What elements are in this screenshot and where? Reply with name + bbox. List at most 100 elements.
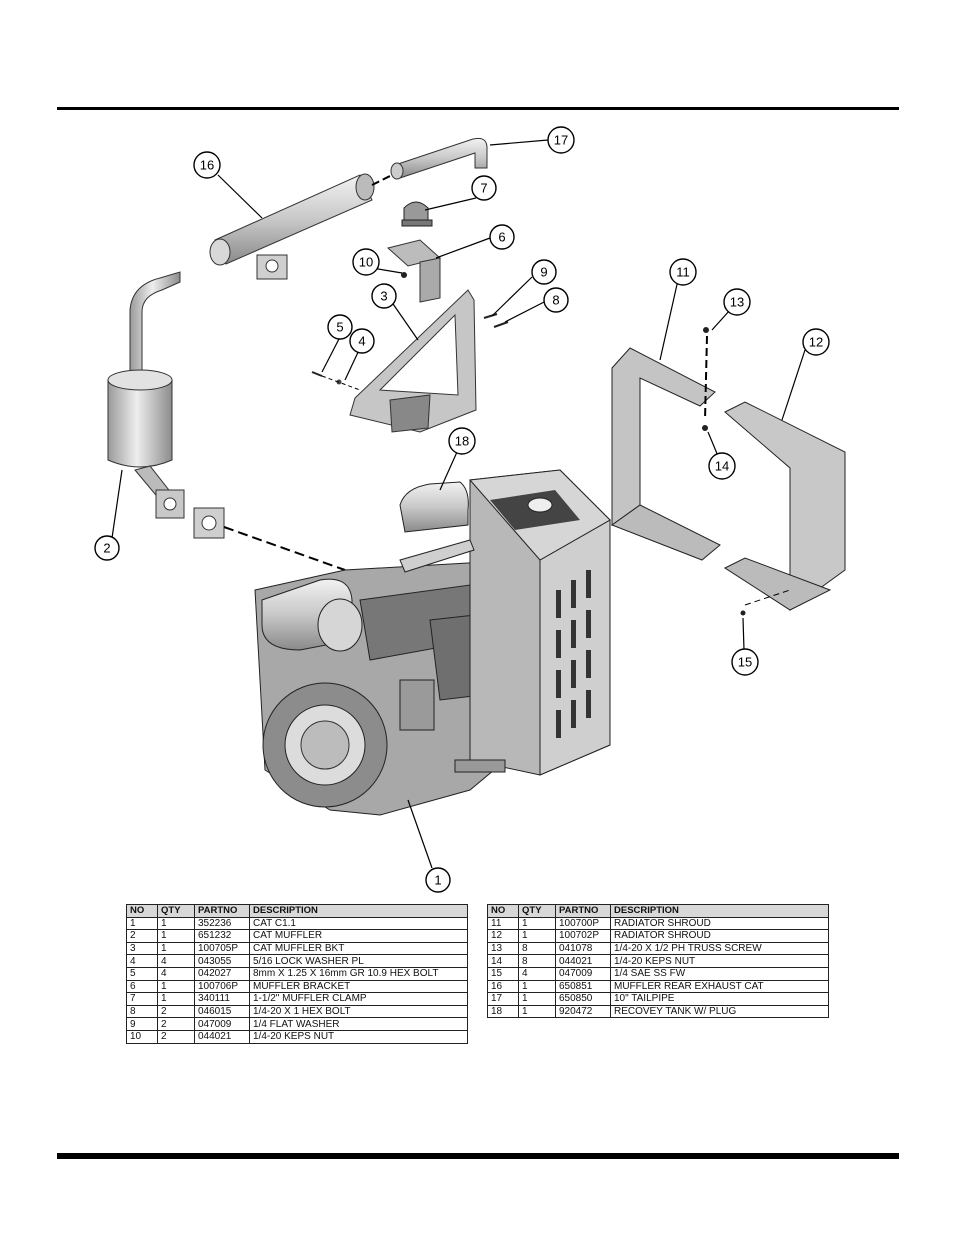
svg-text:14: 14 [715, 459, 729, 474]
callout-12: 12 [802, 328, 830, 356]
svg-text:1: 1 [434, 873, 441, 888]
cell-partno: 043055 [194, 954, 250, 968]
svg-text:18: 18 [455, 434, 469, 449]
cell-partno: 650850 [555, 992, 611, 1006]
keps-nut-10 [401, 272, 407, 278]
cell-no: 2 [126, 929, 158, 943]
svg-text:6: 6 [498, 230, 505, 245]
cell-description: 10" TAILPIPE [610, 992, 829, 1006]
cell-partno: 044021 [555, 954, 611, 968]
col-partno: PARTNO [194, 904, 250, 918]
recovery-tank [399, 481, 475, 573]
table-header-row: NO QTY PARTNO DESCRIPTION [126, 904, 468, 918]
muffler-clamp [401, 201, 433, 227]
callout-13: 13 [723, 288, 751, 316]
cell-qty: 1 [157, 916, 195, 931]
leader-lines [111, 139, 806, 869]
cell-no: 9 [126, 1017, 158, 1031]
cell-qty: 4 [518, 966, 556, 981]
cell-partno: 651232 [194, 929, 250, 943]
cell-no: 7 [126, 992, 158, 1006]
svg-text:5: 5 [336, 320, 343, 335]
svg-text:16: 16 [200, 158, 214, 173]
cell-no: 4 [126, 954, 158, 968]
col-description: DESCRIPTION [249, 904, 468, 918]
callout-4: 4 [349, 328, 375, 354]
callout-15: 15 [731, 648, 759, 676]
svg-text:9: 9 [540, 265, 547, 280]
cell-description: RADIATOR SHROUD [610, 916, 829, 931]
cell-description: RECOVEY TANK W/ PLUG [610, 1004, 829, 1019]
cell-qty: 1 [518, 929, 556, 943]
callout-11: 11 [669, 258, 697, 286]
svg-text:2: 2 [103, 541, 110, 556]
cell-partno: 100705P [194, 941, 250, 956]
col-description: DESCRIPTION [610, 904, 829, 918]
cell-qty: 4 [157, 954, 195, 968]
cell-no: 18 [487, 1004, 519, 1019]
svg-text:17: 17 [554, 133, 568, 148]
cell-description: 1/4 FLAT WASHER [249, 1017, 468, 1031]
cell-no: 16 [487, 979, 519, 994]
cell-partno: 100706P [194, 979, 250, 994]
col-no: NO [126, 904, 158, 918]
svg-text:15: 15 [738, 655, 752, 670]
cell-partno: 041078 [555, 941, 611, 956]
screws-13-14-15 [702, 327, 791, 616]
cell-description: 1/4 SAE SS FW [610, 966, 829, 981]
cell-qty: 2 [157, 1029, 195, 1044]
cell-qty: 8 [518, 941, 556, 956]
callout-9: 9 [531, 259, 557, 285]
bolt-washer-4-5 [311, 371, 361, 391]
callout-2: 2 [94, 535, 120, 561]
cell-description: RADIATOR SHROUD [610, 929, 829, 943]
radiator-shroud-12 [723, 401, 846, 611]
radiator [454, 469, 611, 776]
cell-description: 1/4-20 KEPS NUT [610, 954, 829, 968]
callout-1: 1 [425, 867, 451, 893]
col-qty: QTY [518, 904, 556, 918]
cell-qty: 1 [157, 979, 195, 994]
cell-partno: 044021 [194, 1029, 250, 1044]
cell-partno: 100702P [555, 929, 611, 943]
svg-text:7: 7 [480, 181, 487, 196]
cell-no: 5 [126, 966, 158, 981]
cell-qty: 1 [518, 979, 556, 994]
svg-text:11: 11 [676, 265, 690, 280]
cell-description: 5/16 LOCK WASHER PL [249, 954, 468, 968]
callout-16: 16 [193, 151, 221, 179]
svg-text:12: 12 [809, 335, 823, 350]
cell-no: 11 [487, 916, 519, 931]
cell-qty: 1 [157, 941, 195, 956]
bottom-rule [57, 1153, 899, 1159]
callout-8: 8 [543, 287, 569, 313]
cell-partno: 920472 [555, 1004, 611, 1019]
bolts-8-9 [483, 313, 509, 328]
cell-description: CAT MUFFLER [249, 929, 468, 943]
callout-3: 3 [371, 283, 397, 309]
cell-partno: 047009 [194, 1017, 250, 1031]
cell-no: 8 [126, 1004, 158, 1019]
cell-partno: 650851 [555, 979, 611, 994]
cell-description: 1/4-20 KEPS NUT [249, 1029, 468, 1044]
cell-partno: 046015 [194, 1004, 250, 1019]
cell-description: CAT C1.1 [249, 916, 468, 931]
cell-qty: 1 [157, 929, 195, 943]
cell-partno: 340111 [194, 992, 250, 1006]
exploded-parts-diagram: 16 17 7 6 10 3 9 8 5 4 11 13 12 14 18 2 … [94, 126, 846, 893]
cell-description: CAT MUFFLER BKT [249, 941, 468, 956]
cell-qty: 4 [157, 966, 195, 981]
col-partno: PARTNO [555, 904, 611, 918]
cell-qty: 1 [518, 916, 556, 931]
cat-muffler-bracket [349, 289, 477, 433]
